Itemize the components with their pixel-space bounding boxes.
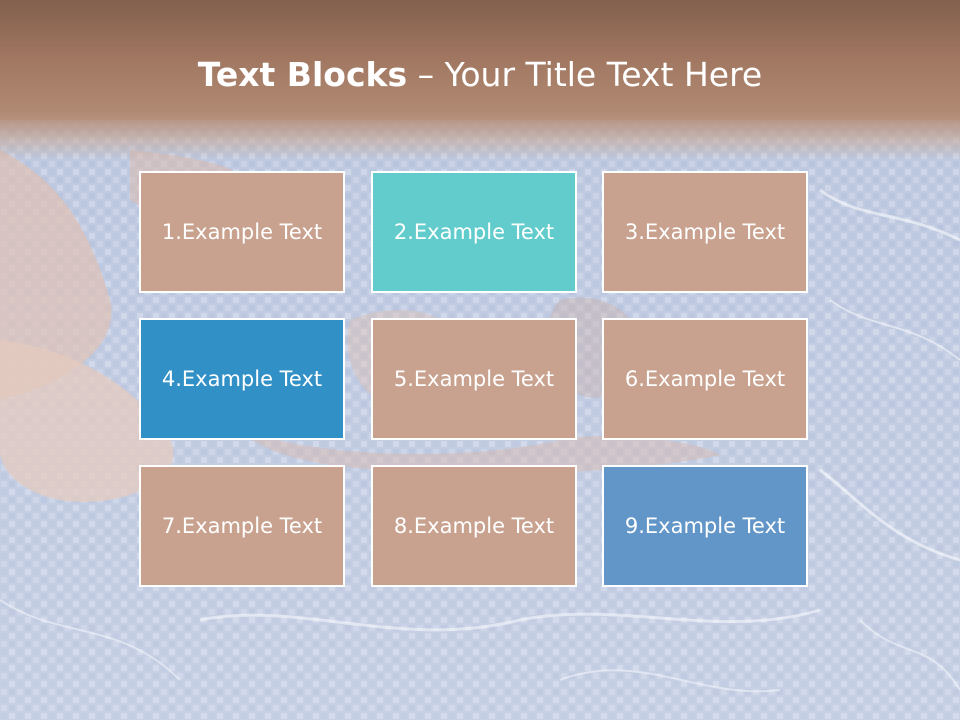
text-block-6: 6.Example Text (602, 318, 808, 440)
text-block-5: 5.Example Text (371, 318, 577, 440)
text-block-1: 1.Example Text (139, 171, 345, 293)
title-dash: – (407, 55, 445, 94)
text-block-7: 7.Example Text (139, 465, 345, 587)
text-block-3: 3.Example Text (602, 171, 808, 293)
title-rest: Your Title Text Here (444, 55, 763, 94)
title-band (0, 0, 960, 160)
text-block-4: 4.Example Text (139, 318, 345, 440)
text-block-9: 9.Example Text (602, 465, 808, 587)
slide-title: Text Blocks – Your Title Text Here (0, 50, 960, 100)
title-bold-part: Text Blocks (197, 55, 408, 94)
text-block-2: 2.Example Text (371, 171, 577, 293)
text-block-8: 8.Example Text (371, 465, 577, 587)
